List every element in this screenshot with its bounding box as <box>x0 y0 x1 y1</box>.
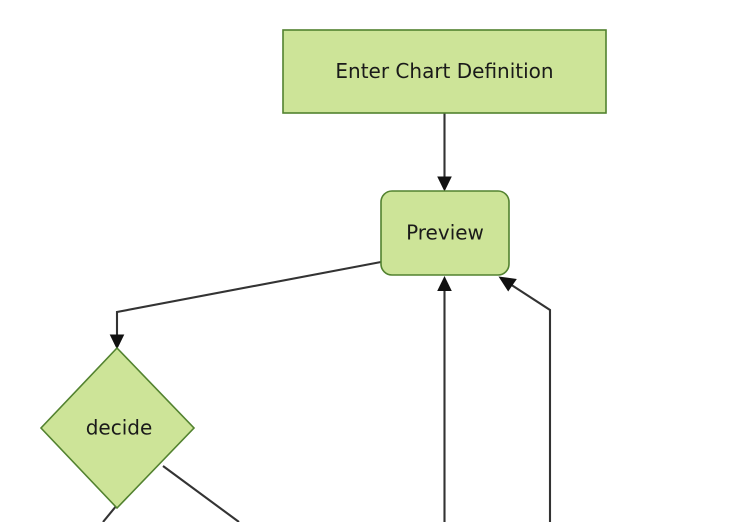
node-rectangle[interactable] <box>282 29 607 114</box>
node-label-decide: decide <box>86 416 153 440</box>
node-enter-chart-definition[interactable]: Enter Chart Definition <box>282 29 607 114</box>
edge-line <box>115 260 382 337</box>
edge-return-center-to-preview <box>437 276 452 522</box>
edge-decide-right-out <box>162 465 240 522</box>
edge-line <box>162 465 240 522</box>
edge-line <box>509 283 552 522</box>
edge-return-right-to-preview <box>498 276 552 522</box>
arrowhead-icon <box>437 176 452 192</box>
node-rounded-rectangle[interactable] <box>380 190 510 276</box>
node-diamond[interactable] <box>39 346 196 510</box>
node-label-preview: Preview <box>406 221 484 245</box>
node-preview[interactable]: Preview <box>380 190 510 276</box>
edge-decide-bottom-out <box>102 504 118 522</box>
edge-enter-to-preview <box>437 113 452 192</box>
edge-line <box>102 504 118 522</box>
node-decide[interactable]: decide <box>39 346 196 510</box>
node-label-enter-chart-definition: Enter Chart Definition <box>335 59 553 83</box>
arrowhead-icon <box>109 334 125 350</box>
arrowhead-icon <box>437 276 452 291</box>
arrowhead-icon <box>498 276 517 292</box>
edge-preview-to-decide <box>109 260 382 350</box>
